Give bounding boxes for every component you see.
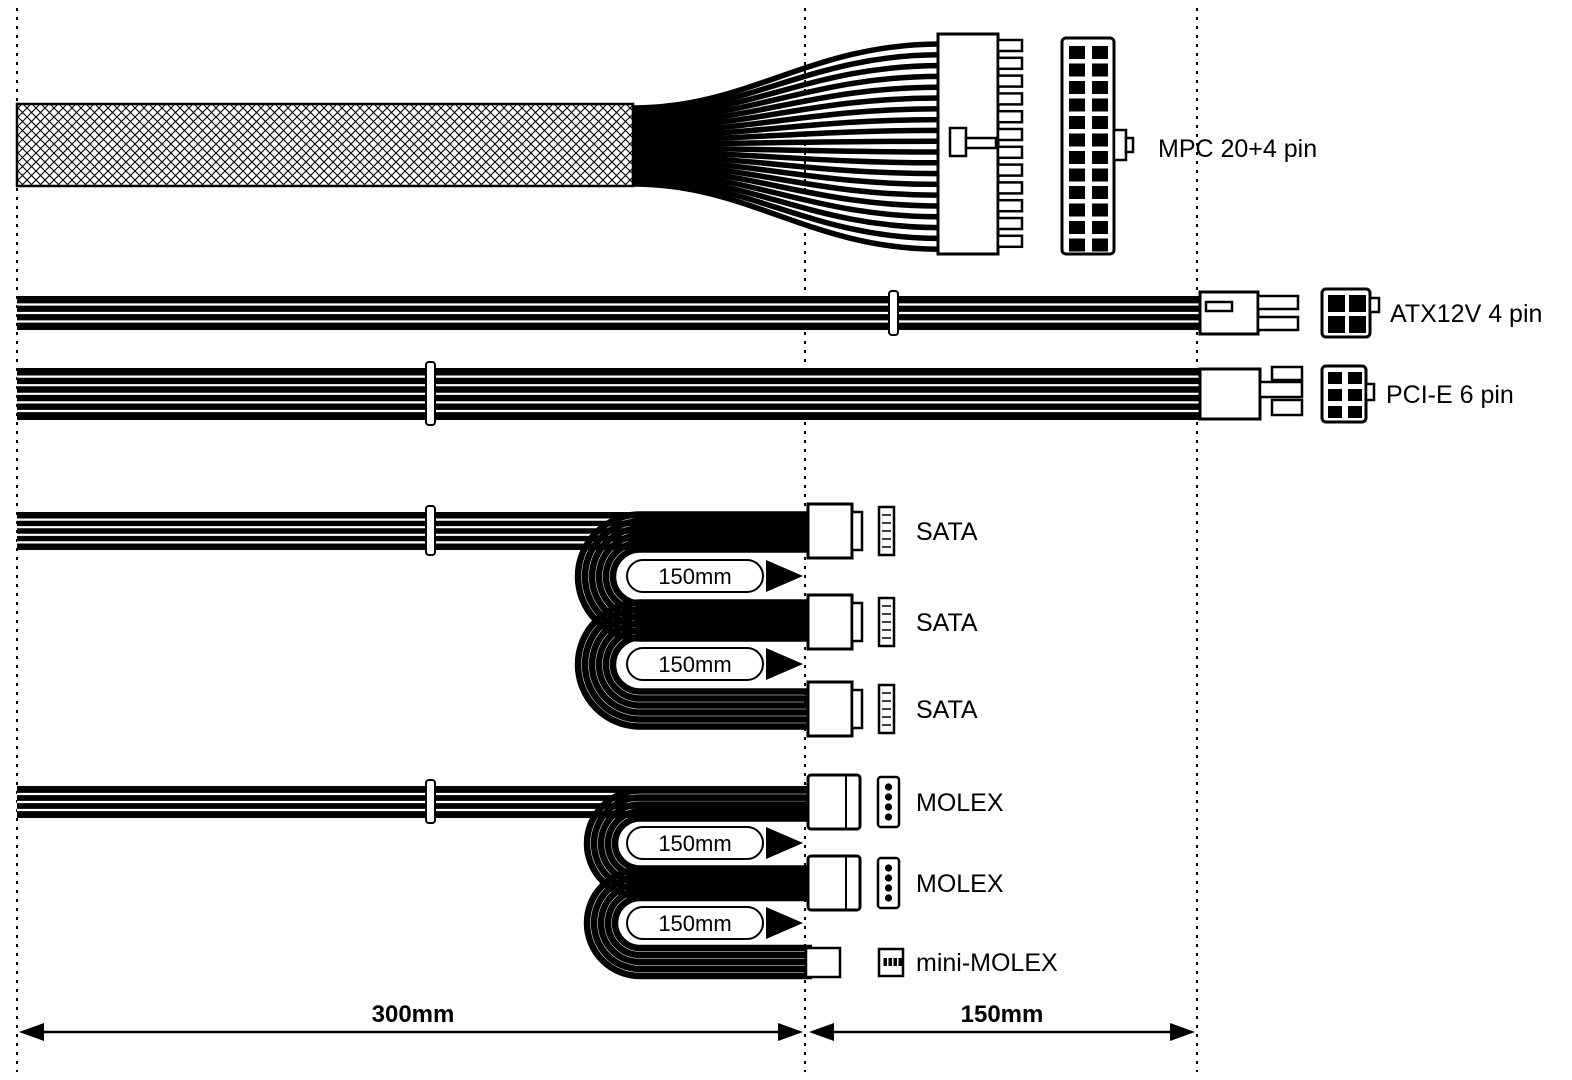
sata-face-3: [877, 683, 896, 735]
molex-connector-2: [806, 854, 862, 912]
molex-cable-tie: [425, 779, 436, 824]
molex-loop-2-arrow: [766, 907, 803, 939]
sata-connector-1: [806, 502, 864, 560]
pcie-label: PCI-E 6 pin: [1386, 381, 1514, 409]
dim-300mm-arrow-left: [19, 1023, 44, 1041]
sata-face-2: [877, 596, 896, 648]
dim-150mm-label: 150mm: [961, 1001, 1044, 1028]
molex-loop-2: [583, 866, 812, 980]
pcie-cable: PCI-E 6 pin: [17, 361, 1514, 426]
sata-chain: 150mm 150mm SATA SATA: [17, 502, 978, 738]
mpc-latch: [948, 126, 968, 158]
sata-connector-2: [806, 593, 864, 651]
dim-150mm-arrow-right: [1170, 1023, 1195, 1041]
molex-chain: 150mm 150mm MOLEX MOLEX: [17, 773, 1058, 980]
sata-loop-1-length-capsule: [626, 559, 764, 593]
atx12v-label: ATX12V 4 pin: [1390, 300, 1542, 328]
molex-label-2: MOLEX: [916, 870, 1004, 898]
dim-300mm-label: 300mm: [372, 1001, 455, 1028]
pcie-cable-tie: [425, 361, 436, 426]
mpc-cable: MPC 20+4 pin: [15, 32, 1317, 256]
mini-molex-face: [877, 947, 905, 978]
sata-connector-3: [806, 680, 864, 738]
molex-loop-2-length-capsule: [626, 906, 764, 940]
dimension-300mm: 300mm: [19, 1001, 803, 1041]
braided-sleeve: [15, 102, 635, 188]
sata-cable-tie: [425, 505, 436, 556]
sata-loop-1-length-label: 150mm: [658, 564, 731, 589]
pcie-connector-side: [1198, 365, 1304, 421]
mpc-connector-face: [1060, 36, 1135, 256]
molex-connector-1: [806, 773, 862, 831]
sata-label-1: SATA: [916, 518, 978, 546]
sata-label-3: SATA: [916, 696, 978, 724]
sata-loop-2-arrow: [766, 648, 803, 680]
mpc-label: MPC 20+4 pin: [1158, 135, 1317, 163]
molex-label-1: MOLEX: [916, 789, 1004, 817]
molex-loop-1-arrow: [766, 827, 803, 859]
atx12v-cable-tie: [888, 290, 899, 336]
atx12v-cable: ATX12V 4 pin: [17, 287, 1542, 339]
wire-fanout: [632, 41, 941, 252]
mini-molex-label: mini-MOLEX: [916, 949, 1058, 977]
atx12v-connector-side: [1198, 290, 1300, 336]
dim-150mm-arrow-left: [809, 1023, 834, 1041]
atx12v-connector-face: [1320, 287, 1381, 339]
sata-face-1: [877, 505, 896, 557]
mpc-connector-side: [936, 32, 1024, 256]
sata-loop-2: [574, 599, 812, 730]
molex-face-1: [876, 775, 901, 829]
molex-face-2: [876, 856, 901, 910]
dim-300mm-arrow-right: [778, 1023, 803, 1041]
sata-loop-2-length-label: 150mm: [658, 652, 731, 677]
sata-loop-2-length-capsule: [626, 647, 764, 681]
sata-label-2: SATA: [916, 609, 978, 637]
mini-molex-connector: [804, 946, 842, 979]
molex-loop-1-length-label: 150mm: [658, 831, 731, 856]
molex-loop-1-length-capsule: [626, 826, 764, 860]
dimension-150mm: 150mm: [809, 1001, 1195, 1041]
sata-loop-1-arrow: [766, 560, 803, 592]
molex-loop-2-length-label: 150mm: [658, 911, 731, 936]
pcie-connector-face: [1320, 364, 1376, 424]
